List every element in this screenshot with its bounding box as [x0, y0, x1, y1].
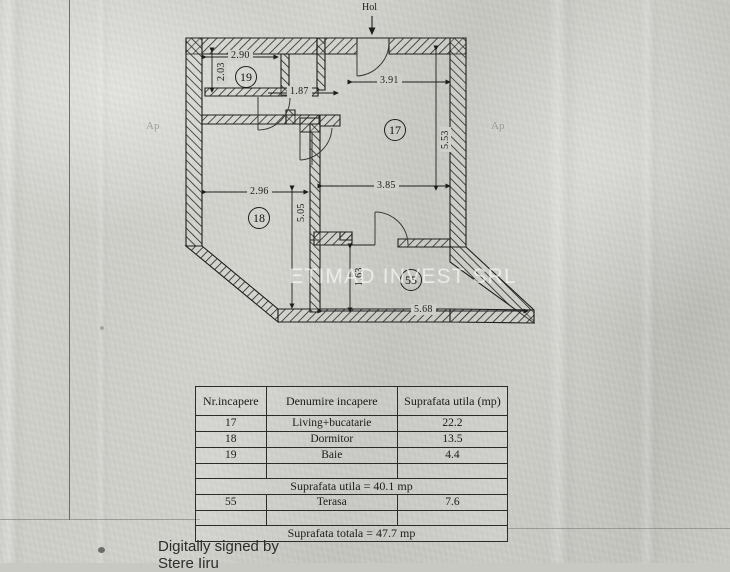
blank-cell: [396, 510, 509, 526]
dimension-3-85: 3.85: [374, 180, 399, 191]
table-row: 55 Terasa 7.6: [195, 494, 509, 511]
dimension-2-90: 2.90: [228, 50, 253, 61]
cell-area: 7.6: [396, 494, 509, 511]
corridor-label: Hol: [362, 2, 377, 13]
table-header-row: Nr.incapere Denumire incapere Suprafata …: [195, 386, 509, 416]
room-number-17: 17: [384, 119, 406, 141]
dimension-2-03: 2.03: [216, 59, 227, 84]
blank-cell: [195, 510, 267, 526]
cell-name: Baie: [265, 447, 398, 464]
table-total-row: Suprafata totala = 47.7 mp: [195, 525, 508, 542]
table-subtotal-row: Suprafata utila = 40.1 mp: [195, 478, 508, 495]
blank-cell: [195, 463, 267, 479]
paper-spot: [100, 326, 104, 330]
header-denumire-incapere: Denumire incapere: [265, 386, 398, 416]
dimension-5-68: 5.68: [411, 304, 436, 315]
cell-nr: 55: [195, 494, 267, 511]
total-area: Suprafata totala = 47.7 mp: [195, 525, 508, 542]
dimension-5-53: 5.53: [440, 127, 451, 152]
blank-cell: [265, 463, 398, 479]
blank-cell: [265, 510, 398, 526]
room-number-19: 19: [235, 66, 257, 88]
dimension-1-63: 1.63: [354, 264, 365, 289]
signature-line-1: Digitally signed by: [158, 538, 279, 555]
header-suprafata-utila: Suprafata utila (mp): [396, 386, 509, 416]
room-number-18: 18: [248, 207, 270, 229]
cell-nr: 18: [195, 431, 267, 448]
cell-area: 22.2: [396, 415, 509, 432]
neighbor-apartment-label-left: Ap: [146, 120, 160, 132]
cell-nr: 19: [195, 447, 267, 464]
room-number-55: 55: [400, 269, 422, 291]
table-spacer-row: [195, 510, 509, 526]
cell-area: 13.5: [396, 431, 509, 448]
ink-smudge: [98, 547, 105, 553]
table-row: 19 Baie 4.4: [195, 447, 509, 464]
signature-line-2: Stere Iiru: [158, 555, 219, 572]
sheet-margin-rule-left: [69, 0, 70, 520]
blank-cell: [396, 463, 509, 479]
cell-name: Dormitor: [265, 431, 398, 448]
subtotal-useful-area: Suprafata utila = 40.1 mp: [195, 478, 508, 495]
cell-nr: 17: [195, 415, 267, 432]
table-spacer-row: [195, 463, 509, 479]
room-schedule-table: Nr.incapere Denumire incapere Suprafata …: [195, 386, 509, 542]
digital-signature-block: Digitally signed by Stere Iiru: [158, 538, 279, 572]
sheet-margin-rule-bottom-right: [508, 528, 730, 529]
dimension-5-05: 5.05: [296, 200, 307, 225]
table-row: 17 Living+bucatarie 22.2: [195, 415, 509, 432]
dimension-1-87: 1.87: [287, 86, 312, 97]
cell-name: Terasa: [265, 494, 398, 511]
dimension-3-91: 3.91: [377, 75, 402, 86]
sheet-margin-rule-bottom: [0, 519, 200, 520]
header-nr-incapere: Nr.incapere: [195, 386, 267, 416]
dimension-2-96: 2.96: [247, 186, 272, 197]
cell-area: 4.4: [396, 447, 509, 464]
table-row: 18 Dormitor 13.5: [195, 431, 509, 448]
cell-name: Living+bucatarie: [265, 415, 398, 432]
neighbor-apartment-label-right: Ap: [491, 120, 505, 132]
